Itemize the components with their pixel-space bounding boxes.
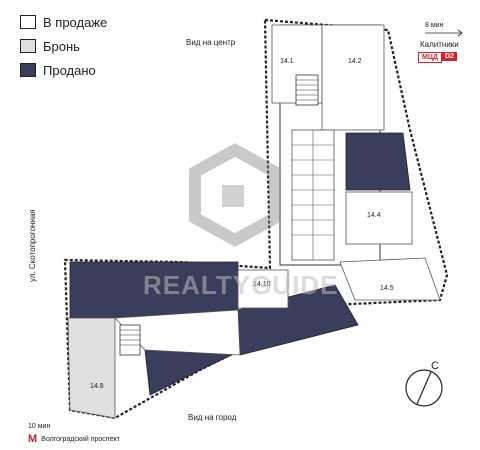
mcd-badge-left: МЦД — [418, 52, 442, 63]
legend-item-reserved: Бронь — [20, 34, 107, 58]
compass-label: С — [431, 360, 439, 372]
legend-label-available: В продаже — [43, 14, 108, 30]
metro-icon: M — [28, 433, 38, 445]
unit-14-5[interactable] — [339, 257, 441, 301]
top-transport-time: 8 мин — [425, 22, 444, 29]
unit-14-3-sold[interactable] — [345, 132, 411, 191]
unit-label-14-4: 14.4 — [367, 212, 381, 219]
unit-14-4[interactable] — [345, 191, 413, 245]
unit-label-14-1: 14.1 — [280, 58, 294, 65]
bottom-transport-time: 10 мин — [28, 423, 51, 430]
unit-label-14-8: 14.8 — [90, 383, 104, 390]
street-label: ул. Скотопрогонная — [28, 209, 37, 282]
legend-label-sold: Продано — [43, 62, 96, 78]
legend: В продаже Бронь Продано — [20, 10, 107, 82]
unit-14-10[interactable] — [237, 269, 289, 309]
bottom-transport-station: Волгоградский проспект — [41, 435, 120, 443]
watermark-emblem — [189, 143, 281, 247]
stair-lines-bottom — [120, 329, 140, 346]
corridor-partitions — [292, 130, 334, 260]
sold-swatch — [20, 63, 36, 77]
unit-14-2[interactable] — [321, 24, 385, 131]
metro-row: M Волгоградский проспект — [28, 433, 120, 445]
unit-label-14-2: 14.2 — [348, 58, 362, 65]
mcd-badge-right: D2 — [441, 52, 457, 61]
available-swatch — [20, 15, 36, 29]
watermark-text: REALTYGUIDE — [143, 270, 339, 300]
direction-arrow-icon — [425, 29, 463, 37]
legend-item-available: В продаже — [20, 10, 107, 34]
legend-label-reserved: Бронь — [43, 38, 80, 54]
compass-icon — [405, 369, 443, 407]
mcd-badge: МЦД D2 — [418, 52, 457, 63]
unit-label-14-10: 14.10 — [253, 281, 271, 288]
legend-item-sold: Продано — [20, 58, 107, 82]
stair-lines — [296, 79, 318, 101]
unit-14-8-reserved[interactable] — [67, 317, 116, 419]
top-transport-station: Калитники — [420, 40, 459, 49]
view-center-label: Вид на центр — [186, 38, 236, 47]
reserved-swatch — [20, 39, 36, 53]
view-city-label: Вид на город — [188, 413, 237, 422]
unit-label-14-5: 14.5 — [380, 285, 394, 292]
